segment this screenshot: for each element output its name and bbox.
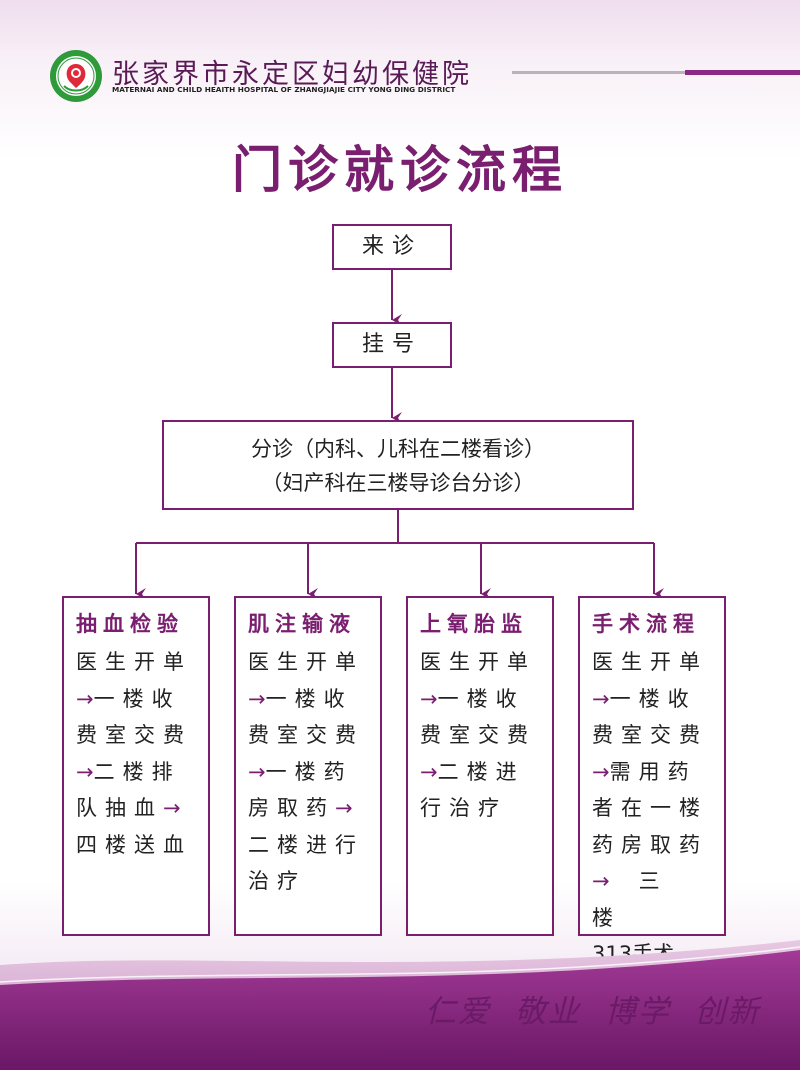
footer-wave (0, 940, 800, 1070)
triage-line-2: （妇产科在三楼导诊台分诊） (261, 471, 535, 495)
triage-line-1: 分诊（内科、儿科在二楼看诊） (251, 437, 545, 461)
branch-surgery: 手术流程 医生开单 →一楼收 费室交费 →需用药 者在一楼 药房取药 → 三 楼… (578, 596, 726, 966)
step-triage: 分诊（内科、儿科在二楼看诊） （妇产科在三楼导诊台分诊） (162, 420, 634, 510)
step-come: 来诊 (332, 224, 452, 270)
branch-oxygen-monitor: 上氧胎监 医生开单 →一楼收 费室交费 →二楼进 行治疗 (406, 596, 554, 936)
branch-blood-test: 抽血检验 医生开单 →一楼收 费室交费 →二楼排 队抽血→ 四楼送血 (62, 596, 210, 936)
footer-motto: 仁爱 敬业 博学 创新 (425, 994, 761, 1030)
branch-title: 肌注输液 (248, 612, 356, 636)
branch-body: 医生开单 →一楼收 费室交费 →需用药 者在一楼 药房取药 → 三 楼 313手… (592, 650, 708, 966)
header-divider-purple (685, 70, 800, 75)
branch-title: 手术流程 (592, 612, 700, 636)
hospital-name-en: MATERNAI AND CHILD HEAITH HOSPITAL OF ZH… (112, 85, 456, 94)
hospital-name-cn: 张家界市永定区妇幼保健院 (112, 59, 472, 90)
branch-body: 医生开单 →一楼收 费室交费 →二楼进 行治疗 (420, 650, 536, 820)
branch-title: 上氧胎监 (420, 612, 528, 636)
header-divider-gray (512, 71, 687, 74)
branch-body: 医生开单 →一楼收 费室交费 →一楼药 房取药→ 二楼进行 治疗 (248, 650, 364, 893)
branch-injection: 肌注输液 医生开单 →一楼收 费室交费 →一楼药 房取药→ 二楼进行 治疗 (234, 596, 382, 936)
hospital-logo-icon (50, 50, 102, 102)
branch-title: 抽血检验 (76, 612, 184, 636)
step-register: 挂号 (332, 322, 452, 368)
page-title: 门诊就诊流程 (232, 141, 568, 199)
header: 张家界市永定区妇幼保健院 MATERNAI AND CHILD HEAITH H… (0, 0, 800, 110)
branch-body: 医生开单 →一楼收 费室交费 →二楼排 队抽血→ 四楼送血 (76, 650, 192, 857)
